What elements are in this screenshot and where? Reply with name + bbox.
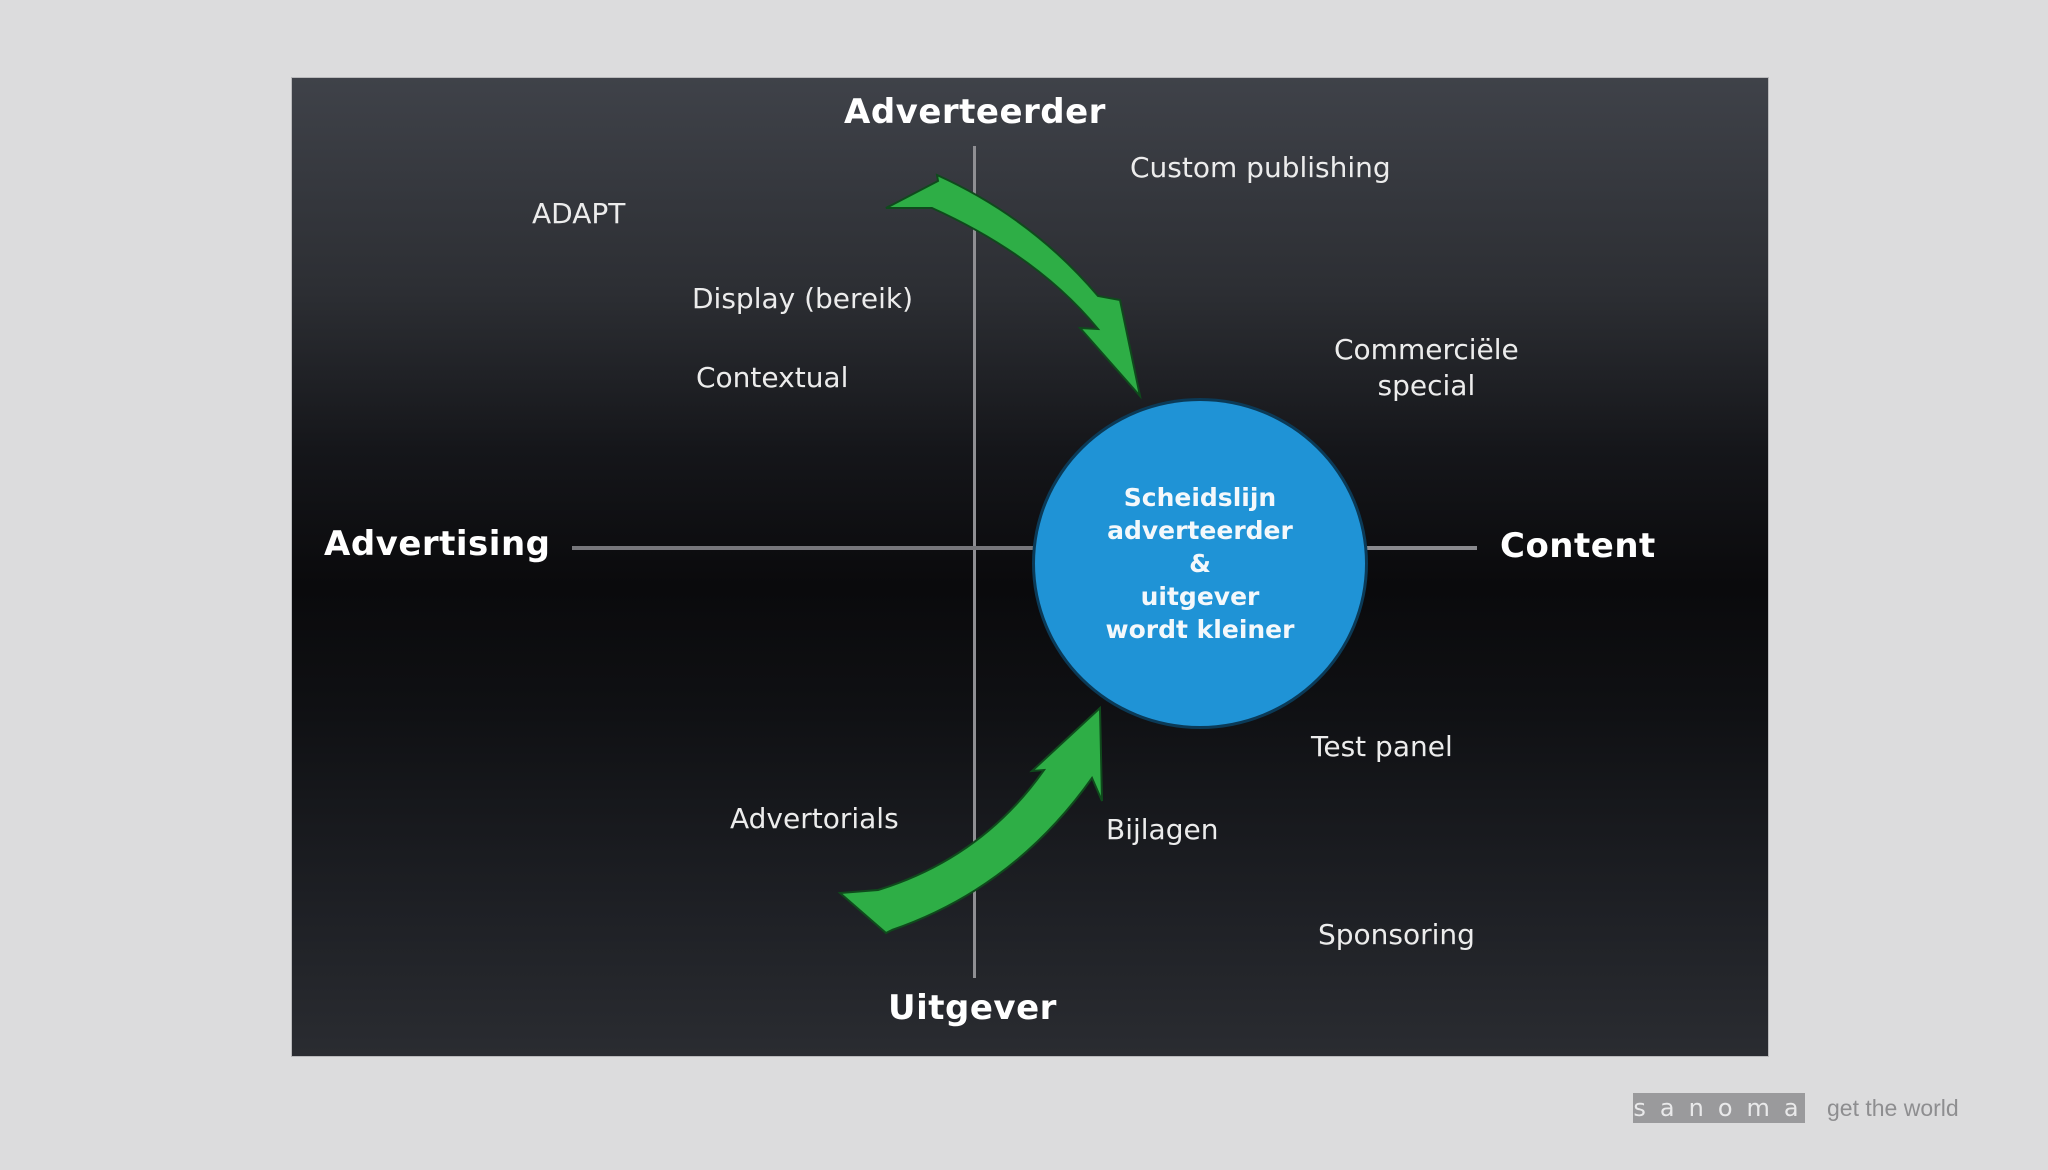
item-bijlagen: Bijlagen	[1106, 813, 1219, 846]
center-circle-text: Scheidslijn adverteerder & uitgever word…	[1106, 481, 1295, 646]
horizontal-axis-line-left	[572, 546, 1332, 550]
item-display-bereik: Display (bereik)	[692, 282, 914, 315]
tagline: get the world	[1827, 1094, 1959, 1121]
pole-top-adverteerder: Adverteerder	[844, 92, 1106, 132]
item-custom-publishing: Custom publishing	[1130, 151, 1391, 184]
item-commerciele-special-line1: Commerciële	[1334, 333, 1519, 366]
center-circle: Scheidslijn adverteerder & uitgever word…	[1035, 401, 1365, 726]
footer: sanoma get the world	[1633, 1093, 1959, 1123]
arrows-layer	[837, 173, 1142, 935]
item-contextual: Contextual	[696, 361, 849, 394]
item-test-panel: Test panel	[1311, 730, 1453, 763]
center-text-line: &	[1189, 549, 1211, 578]
vertical-axis-line	[973, 146, 976, 978]
top-arrow	[885, 173, 1142, 400]
diagram-slide: Adverteerder Uitgever Advertising Conten…	[292, 78, 1768, 1056]
item-sponsoring: Sponsoring	[1318, 918, 1475, 951]
horizontal-axis-line-right	[1357, 546, 1477, 550]
item-commerciele-special: Commerciële special	[1334, 332, 1519, 404]
pole-right-content: Content	[1500, 526, 1656, 566]
pole-left-advertising: Advertising	[324, 524, 551, 564]
pole-bottom-uitgever: Uitgever	[888, 988, 1057, 1028]
item-commerciele-special-line2: special	[1377, 369, 1476, 402]
center-text-line: Scheidslijn	[1123, 483, 1277, 512]
sanoma-logo: sanoma	[1633, 1093, 1813, 1123]
center-text-line: uitgever	[1140, 582, 1260, 611]
item-adapt: ADAPT	[532, 197, 626, 230]
center-text-line: wordt kleiner	[1105, 615, 1295, 644]
item-advertorials: Advertorials	[730, 802, 899, 835]
center-text-line: adverteerder	[1107, 516, 1293, 545]
